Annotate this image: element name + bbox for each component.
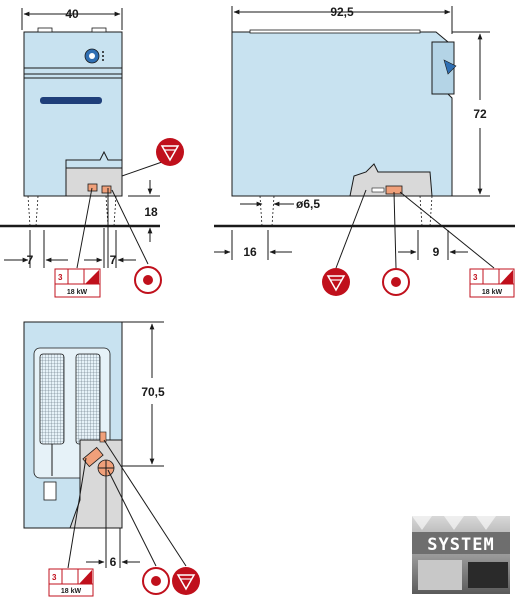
side-body	[231, 31, 453, 197]
front-connection-panel	[65, 167, 123, 197]
side-height-label: 72	[473, 107, 487, 121]
door-handle	[40, 97, 102, 104]
front-view: 40 18	[0, 7, 184, 298]
front-left-offset-label: 7	[27, 253, 34, 267]
side-left-offset-label: 16	[243, 245, 257, 259]
side-phase-label: 3	[473, 273, 478, 282]
water-outlet-icon	[156, 138, 184, 166]
side-right-offset-label: 9	[433, 245, 440, 259]
logo-text: SYSTEM	[427, 535, 494, 555]
front-phase-label: 3	[58, 273, 63, 282]
side-water-outlet-icon	[322, 268, 350, 296]
top-drain-target-icon	[142, 567, 170, 595]
drain-target-icon	[134, 266, 162, 294]
system-logo: SYSTEM	[412, 516, 510, 594]
top-water-outlet-icon	[172, 567, 200, 595]
side-depth-label: 92,5	[330, 5, 354, 19]
side-power-label: 18 kW	[482, 289, 503, 296]
front-right-offset-label: 7	[110, 253, 117, 267]
basket-left	[39, 353, 65, 445]
front-power-label: 18 kW	[67, 289, 88, 296]
top-view: 70,5 6 3 18 kW	[23, 321, 200, 597]
foot-diameter-label: ø6,5	[296, 197, 320, 211]
top-height-label: 70,5	[141, 385, 165, 399]
foot-height-label: 18	[144, 205, 158, 219]
side-electric-label: 3 18 kW	[469, 268, 515, 298]
side-drain-target-icon	[382, 268, 410, 296]
front-width-label: 40	[65, 7, 79, 21]
top-power-label: 18 kW	[61, 588, 82, 595]
side-view: 92,5 72 ø6,5 16 9	[214, 5, 515, 298]
side-connection-panel	[349, 163, 433, 197]
side-control-knob-icon	[443, 59, 457, 75]
top-electric-label: 3 18 kW	[48, 568, 94, 597]
top-phase-label: 3	[52, 573, 57, 582]
front-electric-label: 3 18 kW	[54, 268, 101, 298]
basket-right	[75, 353, 101, 445]
top-offset-label: 6	[110, 555, 117, 569]
